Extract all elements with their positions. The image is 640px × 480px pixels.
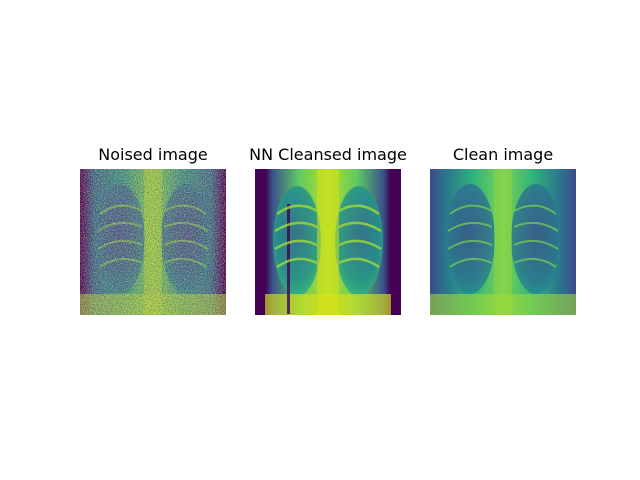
panel-title-noised: Noised image	[98, 145, 208, 164]
xray-image-noised	[80, 169, 226, 315]
xray-image-clean	[430, 169, 576, 315]
xray-image-nn-cleansed	[255, 169, 401, 315]
panel-title-nn-cleansed: NN Cleansed image	[249, 145, 407, 164]
panel-title-clean: Clean image	[452, 145, 554, 164]
